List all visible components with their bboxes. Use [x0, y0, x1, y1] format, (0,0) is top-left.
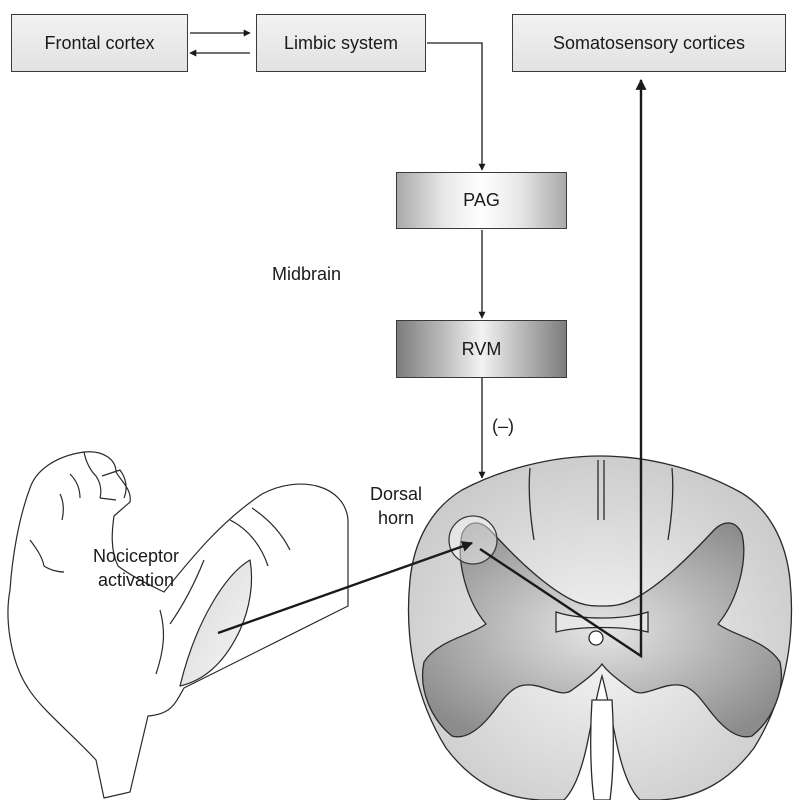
central-canal: [589, 631, 603, 645]
arm-illustration: [8, 452, 348, 798]
nociceptor-activation-label: Nociceptor activation: [86, 544, 186, 592]
nociceptor-label-line1: Nociceptor: [86, 544, 186, 568]
ventral-median-fissure: [591, 700, 614, 800]
arm-outline: [8, 452, 348, 798]
frontal-cortex-box: Frontal cortex: [11, 14, 188, 72]
arrow-limbic-to-pag: [427, 43, 482, 170]
inhibition-label: (–): [492, 414, 514, 438]
limbic-system-box: Limbic system: [256, 14, 426, 72]
pag-box: PAG: [396, 172, 567, 229]
dorsal-horn-label-line2: horn: [366, 506, 426, 530]
rvm-box: RVM: [396, 320, 567, 378]
nociceptor-label-line2: activation: [86, 568, 186, 592]
dorsal-horn-label: Dorsal horn: [366, 482, 426, 530]
midbrain-label: Midbrain: [272, 262, 341, 286]
dorsal-horn-label-line1: Dorsal: [366, 482, 426, 506]
somatosensory-cortices-box: Somatosensory cortices: [512, 14, 786, 72]
